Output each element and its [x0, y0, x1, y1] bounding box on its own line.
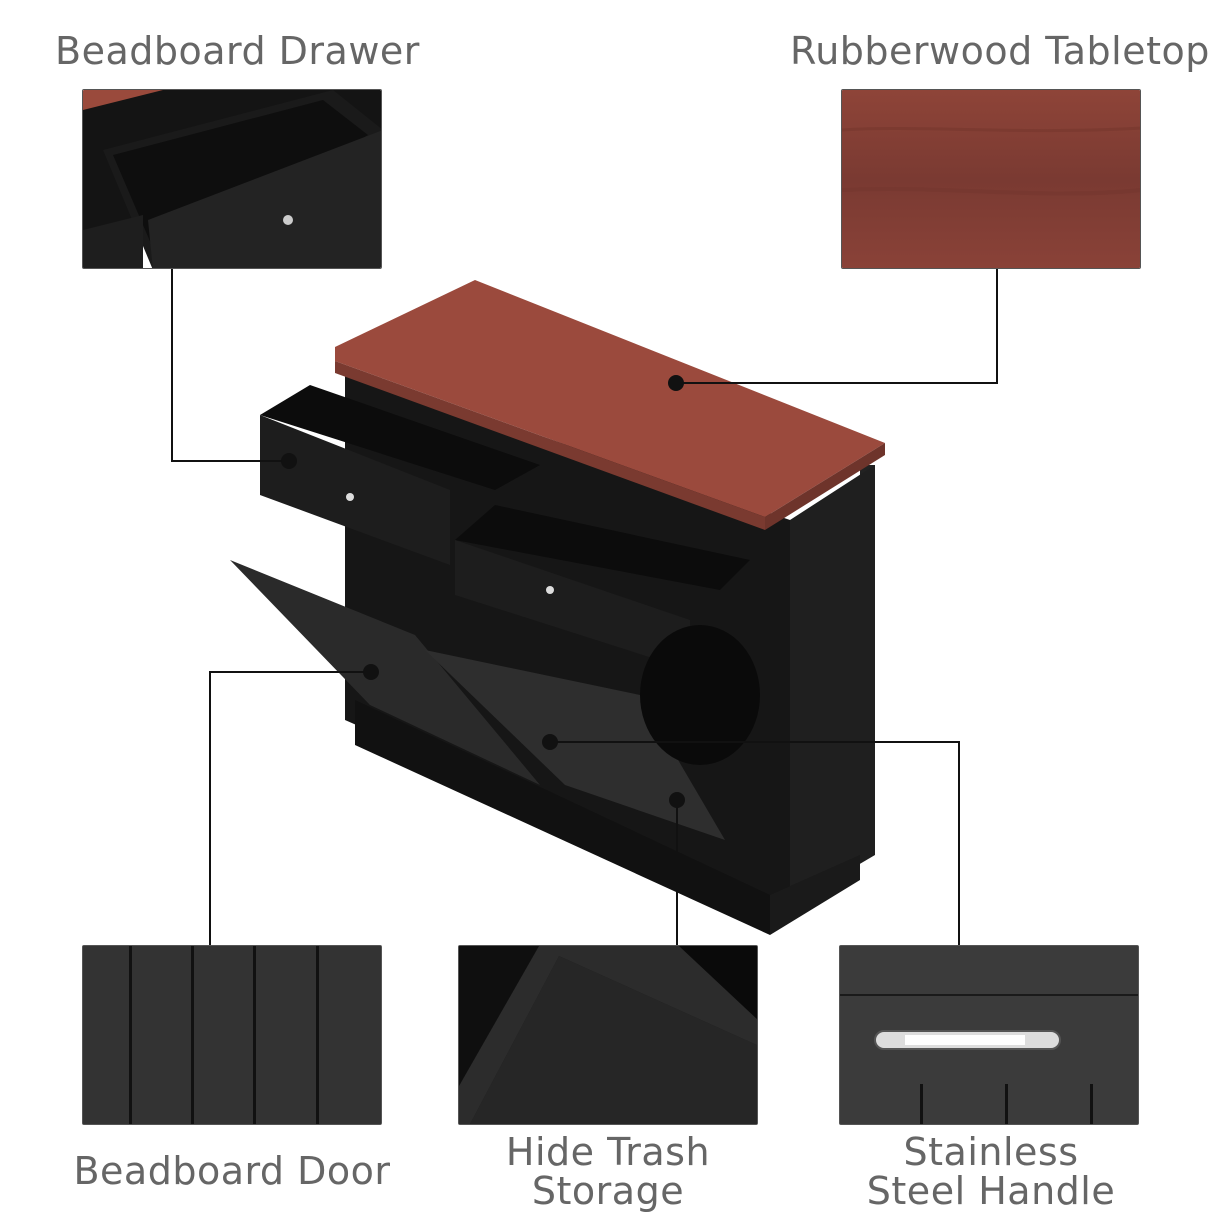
handle-pointer-dot: [542, 734, 558, 750]
tabletop-leader-line: [996, 269, 998, 383]
beadboard-drawer-label: Beadboard Drawer: [55, 29, 420, 73]
hide-trash-label-line2: Storage: [531, 1169, 685, 1213]
hide-trash-label-line1: Hide Trash: [505, 1130, 711, 1174]
trash-storage-detail-image: [458, 945, 758, 1125]
trash-leader-line: [676, 800, 678, 946]
door-leader-line-h: [209, 671, 371, 673]
rubberwood-tabletop-label: Rubberwood Tabletop: [790, 29, 1210, 73]
drawer-leader-line: [171, 269, 173, 461]
door-detail-image: [82, 945, 382, 1125]
cabinet-product-image: [220, 275, 900, 940]
tabletop-detail-image: [841, 89, 1141, 269]
stainless-handle-label-line2: Steel Handle: [866, 1169, 1116, 1213]
stainless-handle-label-line1: Stainless: [903, 1130, 1079, 1174]
door-leader-line: [209, 671, 211, 946]
beadboard-door-label: Beadboard Door: [73, 1149, 391, 1193]
drawer-pointer-dot: [281, 453, 297, 469]
handle-leader-line: [958, 741, 960, 946]
drawer-leader-line-h: [171, 460, 289, 462]
door-pointer-dot: [363, 664, 379, 680]
trash-pointer-dot: [669, 792, 685, 808]
tabletop-pointer-dot: [668, 375, 684, 391]
handle-detail-image: [839, 945, 1139, 1125]
tabletop-leader-line-h: [676, 382, 998, 384]
handle-leader-line-h: [550, 741, 960, 743]
drawer-detail-image: [82, 89, 382, 269]
